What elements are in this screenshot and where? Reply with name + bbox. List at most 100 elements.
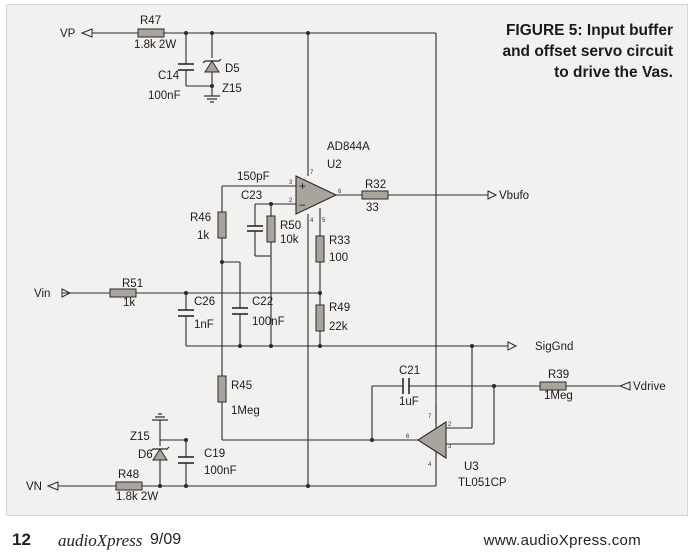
r49-ref: R49 bbox=[329, 302, 350, 314]
c22-ref: C22 bbox=[252, 296, 273, 308]
r48-ref: R48 bbox=[118, 469, 139, 481]
r47-ref: R47 bbox=[140, 15, 161, 27]
junctions bbox=[158, 31, 496, 488]
ports bbox=[46, 28, 631, 491]
ground-symbol-top bbox=[204, 95, 220, 103]
svg-text:4: 4 bbox=[310, 218, 314, 224]
r33-ref: R33 bbox=[329, 235, 350, 247]
u3-part: TL051CP bbox=[458, 477, 507, 489]
r49-value: 22k bbox=[329, 321, 348, 333]
u3-opamp: 2 3 6 7 4 bbox=[406, 414, 452, 468]
vn-port-arrow bbox=[46, 481, 59, 491]
c23-ref: C23 bbox=[241, 190, 262, 202]
r32-body bbox=[361, 190, 389, 200]
r39-value: 1Meg bbox=[544, 390, 573, 402]
c22-symbol bbox=[232, 307, 248, 315]
magazine-name: audioXpress bbox=[58, 531, 143, 550]
r39-ref: R39 bbox=[548, 369, 569, 381]
figure-caption: FIGURE 5: Input buffer and offset servo … bbox=[502, 20, 673, 83]
c23-symbol bbox=[247, 225, 263, 232]
svg-text:6: 6 bbox=[338, 189, 342, 195]
net-labels: VP VN Vin Vbufo SigGnd Vdrive bbox=[26, 28, 666, 493]
r46-value: 1k bbox=[197, 230, 209, 242]
vin-label: Vin bbox=[34, 288, 50, 300]
svg-text:2: 2 bbox=[289, 198, 293, 204]
r46-ref: R46 bbox=[190, 212, 211, 224]
d6-value: Z15 bbox=[130, 431, 150, 443]
r32-ref: R32 bbox=[365, 179, 386, 191]
vin-port-arrow bbox=[61, 288, 72, 298]
c14-ref: C14 bbox=[158, 70, 180, 82]
c19-ref: C19 bbox=[204, 448, 225, 460]
resistors bbox=[109, 28, 567, 491]
siggnd-port-arrow bbox=[507, 341, 518, 351]
d6-ref: D6 bbox=[138, 449, 153, 461]
svg-text:3: 3 bbox=[448, 444, 452, 450]
siggnd-label: SigGnd bbox=[535, 341, 573, 353]
c21-symbol bbox=[402, 378, 410, 394]
d5-zener bbox=[202, 58, 222, 73]
svg-text:4: 4 bbox=[428, 462, 432, 468]
r51-value: 1k bbox=[123, 297, 135, 309]
caption-line-2: and offset servo circuit bbox=[502, 43, 673, 60]
u2-opamp: + − 3 2 6 7 4 5 bbox=[289, 170, 342, 224]
vn-label: VN bbox=[26, 481, 42, 493]
r48-body bbox=[115, 481, 143, 491]
d6-zener bbox=[150, 446, 170, 461]
svg-text:5: 5 bbox=[322, 218, 326, 224]
caption-figure-label: FIGURE 5: bbox=[505, 22, 583, 39]
r51-body bbox=[109, 288, 137, 298]
page-footer: 12 audioXpress 9/09 www.audioXpress.com bbox=[0, 524, 691, 554]
c26-ref: C26 bbox=[194, 296, 215, 308]
c19-symbol bbox=[178, 456, 194, 464]
c26-value: 1nF bbox=[194, 319, 214, 331]
vbufo-port-arrow bbox=[487, 190, 498, 200]
r51-ref: R51 bbox=[122, 278, 143, 290]
r48-value: 1.8k 2W bbox=[116, 491, 158, 503]
ground-symbol-bottom bbox=[152, 413, 168, 421]
u2-plus-sign: + bbox=[299, 181, 306, 193]
svg-text:3: 3 bbox=[289, 180, 293, 186]
caption-line-3: to drive the Vas. bbox=[554, 64, 673, 81]
c26-symbol bbox=[178, 309, 194, 317]
c21-value: 1uF bbox=[399, 396, 419, 408]
schematic-diagram: + − 3 2 6 7 4 5 2 3 6 7 4 VP VN Vin Vbuf… bbox=[26, 15, 666, 503]
c14-value: 100nF bbox=[148, 90, 181, 102]
vbufo-label: Vbufo bbox=[499, 190, 529, 202]
r50-ref: R50 bbox=[280, 220, 301, 232]
vdrive-label: Vdrive bbox=[633, 381, 666, 393]
page-number: 12 bbox=[12, 530, 31, 549]
u2-part: AD844A bbox=[327, 141, 370, 153]
u2-minus-sign: − bbox=[299, 200, 306, 212]
r46-body bbox=[217, 211, 227, 239]
r45-ref: R45 bbox=[231, 380, 252, 392]
svg-text:6: 6 bbox=[406, 434, 410, 440]
capacitors bbox=[178, 63, 410, 464]
c14-symbol bbox=[178, 63, 194, 71]
r39-body bbox=[539, 381, 567, 391]
r47-body bbox=[137, 28, 165, 38]
d5-ref: D5 bbox=[225, 63, 240, 75]
r32-value: 33 bbox=[366, 202, 379, 214]
r49-body bbox=[315, 304, 325, 332]
vp-port-arrow bbox=[80, 28, 93, 38]
r45-value: 1Meg bbox=[231, 405, 260, 417]
c23-value: 150pF bbox=[237, 171, 270, 183]
c22-value: 100nF bbox=[252, 316, 285, 328]
website-url: www.audioXpress.com bbox=[483, 532, 641, 549]
r33-body bbox=[315, 235, 325, 263]
u3-ref: U3 bbox=[464, 461, 479, 473]
c19-value: 100nF bbox=[204, 465, 237, 477]
issue-date: 9/09 bbox=[150, 531, 182, 548]
r47-value: 1.8k 2W bbox=[134, 39, 176, 51]
r33-value: 100 bbox=[329, 252, 348, 264]
component-labels: R47 1.8k 2W C14 100nF D5 Z15 AD844A U2 1… bbox=[116, 15, 573, 503]
r50-body bbox=[266, 215, 276, 243]
r45-body bbox=[217, 375, 227, 403]
svg-text:2: 2 bbox=[448, 422, 452, 428]
r50-value: 10k bbox=[280, 234, 299, 246]
svg-text:7: 7 bbox=[428, 414, 432, 420]
wires bbox=[58, 32, 620, 487]
d5-value: Z15 bbox=[222, 83, 242, 95]
caption-line-1: FIGURE 5: Input buffer bbox=[502, 20, 673, 41]
